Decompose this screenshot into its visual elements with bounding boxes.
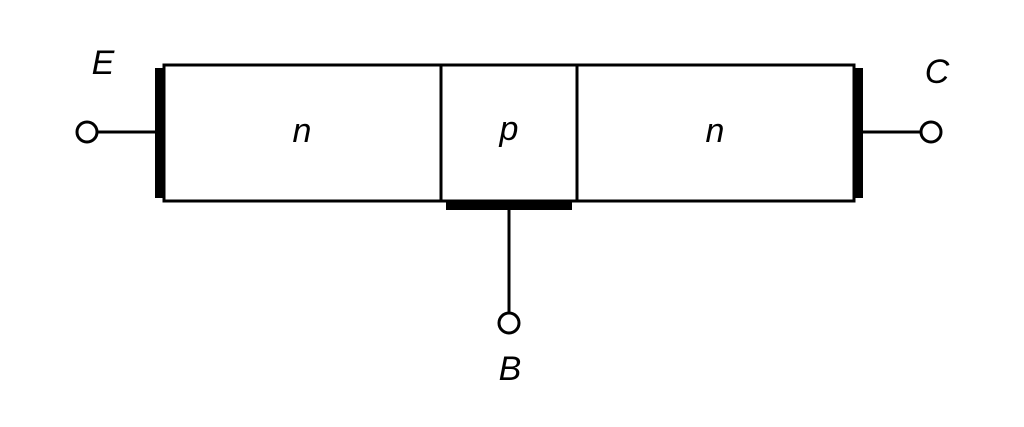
- emitter-terminal: [75, 120, 99, 144]
- collector-terminal: [919, 120, 943, 144]
- region-p-base-label: p: [499, 110, 519, 148]
- region-n-emitter-label: n: [293, 112, 312, 150]
- emitter-label: E: [92, 44, 115, 82]
- base-label: B: [499, 350, 522, 388]
- region-n-collector-label: n: [706, 112, 725, 150]
- base-terminal: [497, 311, 521, 335]
- collector-label: C: [925, 53, 950, 91]
